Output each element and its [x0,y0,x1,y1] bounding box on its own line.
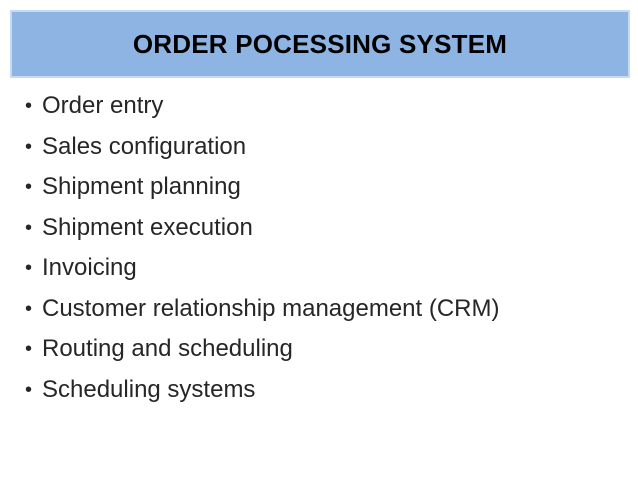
bullet-icon: • [25,338,33,360]
bullet-icon: • [25,378,33,401]
list-item: • Invoicing [0,248,638,289]
slide-title: ORDER POCESSING SYSTEM [132,28,508,59]
bullet-icon: • [25,216,33,239]
list-item-label: Order entry [42,92,164,119]
list-item-label: Invoicing [42,254,137,281]
list-item-label: Customer relationship management (CRM) [42,294,500,322]
bullet-list: • Order entry • Sales configuration • Sh… [0,86,638,410]
title-box: ORDER POCESSING SYSTEM [10,10,630,78]
list-item: • Scheduling systems [0,370,638,411]
list-item-label: Sales configuration [42,132,247,160]
bullet-icon: • [25,95,33,117]
bullet-icon: • [25,135,33,158]
list-item: • Order entry [0,86,638,127]
list-item-label: Shipment execution [42,213,253,241]
bullet-icon: • [25,297,33,320]
bullet-icon: • [25,257,33,279]
list-item-label: Scheduling systems [42,375,256,403]
list-item-label: Routing and scheduling [42,335,293,362]
bullet-icon: • [25,176,33,198]
list-item: • Customer relationship management (CRM) [0,289,638,330]
list-item: • Shipment execution [0,208,638,249]
list-item: • Routing and scheduling [0,329,638,370]
list-item-label: Shipment planning [42,173,241,200]
list-item: • Shipment planning [0,167,638,208]
list-item: • Sales configuration [0,127,638,168]
